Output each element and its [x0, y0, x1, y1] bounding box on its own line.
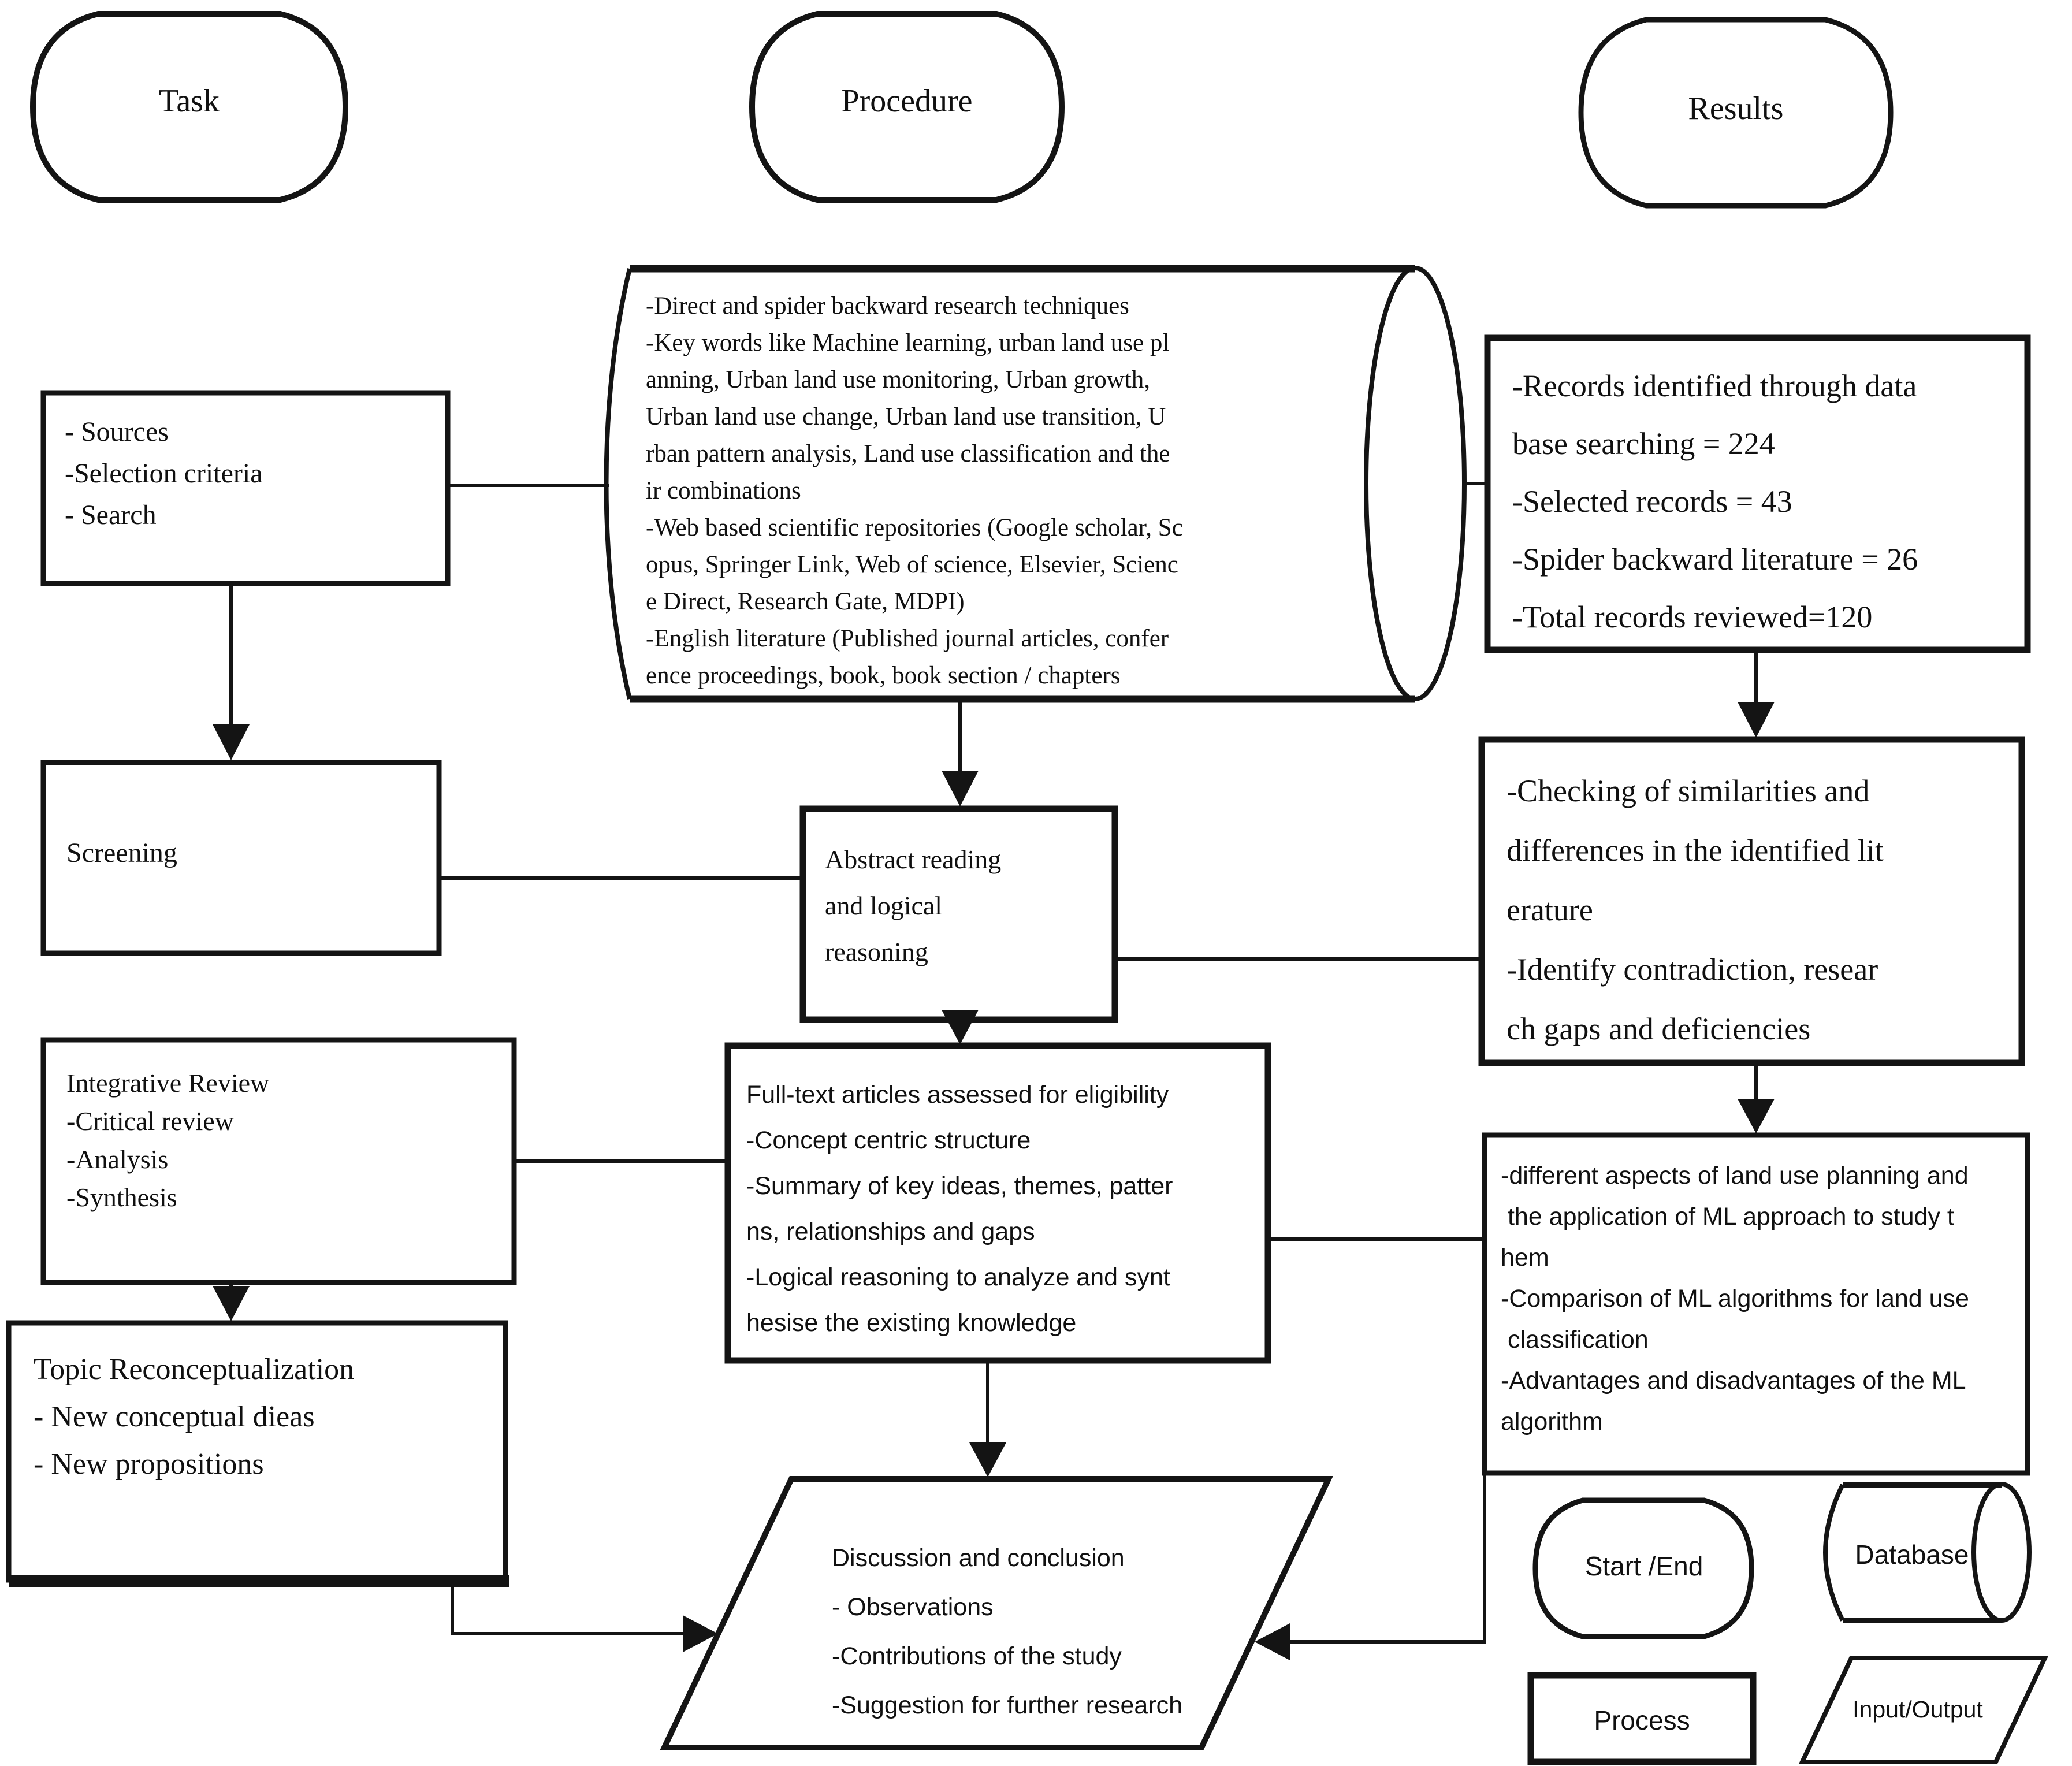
terminator-procedure-shape [749, 11, 1065, 203]
node-ml-aspects-text: -different aspects of land use planning … [1501, 1162, 1969, 1436]
node-abstract-reading-text: Abstract reading and logical reasoning [825, 845, 1002, 966]
arrowhead-into-discussion-top [969, 1442, 1006, 1477]
node-sources-shape [40, 390, 451, 586]
arrowhead-into-screening [213, 724, 250, 760]
legend-start-end-shape [1532, 1497, 1754, 1639]
node-discussion-text: Discussion and conclusion - Observations… [832, 1544, 1183, 1719]
node-screening-shape [40, 760, 442, 956]
legend-process-label: Process [1594, 1705, 1690, 1735]
arrowhead-into-abstract [942, 771, 979, 806]
node-topic-reconceptualization-shape [6, 1320, 509, 1587]
node-sources-text: - Sources -Selection criteria - Search [65, 417, 263, 530]
node-fulltext-shape [724, 1042, 1271, 1364]
legend-database-shape [1823, 1482, 2032, 1623]
arrowhead-into-topic [213, 1286, 250, 1321]
node-ml-aspects-shape [1482, 1132, 2030, 1476]
arrowheads [213, 702, 1775, 1660]
column-header-task: Task [159, 83, 220, 119]
terminator-results-shape [1578, 17, 1894, 209]
node-topic-reconceptualization-text: Topic Reconceptualization - New conceptu… [34, 1353, 355, 1481]
node-search-database-text: -Direct and spider backward research tec… [646, 292, 1183, 689]
node-screening-text: Screening [66, 838, 177, 868]
arrowhead-into-discussion-left [683, 1615, 718, 1652]
node-checking-text: -Checking of similarities and difference… [1506, 774, 1884, 1046]
connector-ml-aspects-to-discussion [1287, 1473, 1486, 1644]
arrowhead-into-checking [1738, 702, 1775, 738]
column-header-results: Results [1688, 91, 1784, 127]
node-fulltext-text: Full-text articles assessed for eligibil… [746, 1081, 1173, 1337]
legend-start-end-label: Start /End [1584, 1551, 1703, 1581]
node-integrative-review-text: Integrative Review -Critical review -Ana… [66, 1068, 270, 1212]
arrowhead-into-discussion-right [1255, 1623, 1290, 1660]
node-discussion-shape [660, 1476, 1333, 1750]
legend-input-output-shape [1798, 1656, 2049, 1764]
arrowhead-into-fulltext [942, 1010, 979, 1044]
terminator-task-shape [29, 11, 349, 203]
legend-database-label: Database [1855, 1540, 1969, 1570]
column-header-procedure: Procedure [841, 83, 973, 119]
connector-topic-to-discussion [451, 1581, 684, 1635]
node-checking-shape [1478, 736, 2025, 1066]
arrowhead-into-ml-aspects [1738, 1099, 1775, 1133]
legend-input-output-label: Input/Output [1852, 1696, 1983, 1723]
node-records-text: -Records identified through data base se… [1512, 369, 1918, 634]
connectors [229, 482, 1758, 1644]
legend-process-shape [1527, 1672, 1757, 1765]
